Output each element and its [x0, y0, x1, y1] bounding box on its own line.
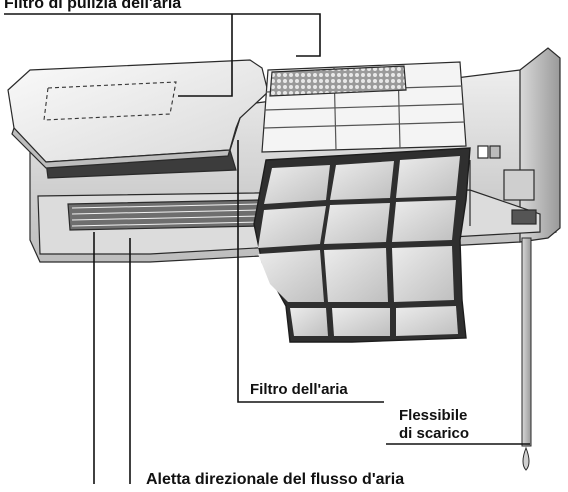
- label-air-filter: Filtro dell'aria: [250, 381, 348, 398]
- air-filter: [253, 147, 471, 343]
- label-drain-hose-line2: di scarico: [399, 425, 469, 442]
- label-cleaning-filter: Filtro di pulizia dell'aria: [4, 0, 181, 12]
- label-louver: Aletta direzionale del flusso d'aria: [146, 471, 404, 488]
- drain-hose: [521, 237, 532, 471]
- label-drain-hose-line1: Flessibile: [399, 407, 467, 424]
- leader-lines: [4, 13, 530, 484]
- louver-slats: [71, 203, 259, 227]
- front-lid: [7, 59, 269, 169]
- cleaning-filter-mesh: [269, 65, 407, 97]
